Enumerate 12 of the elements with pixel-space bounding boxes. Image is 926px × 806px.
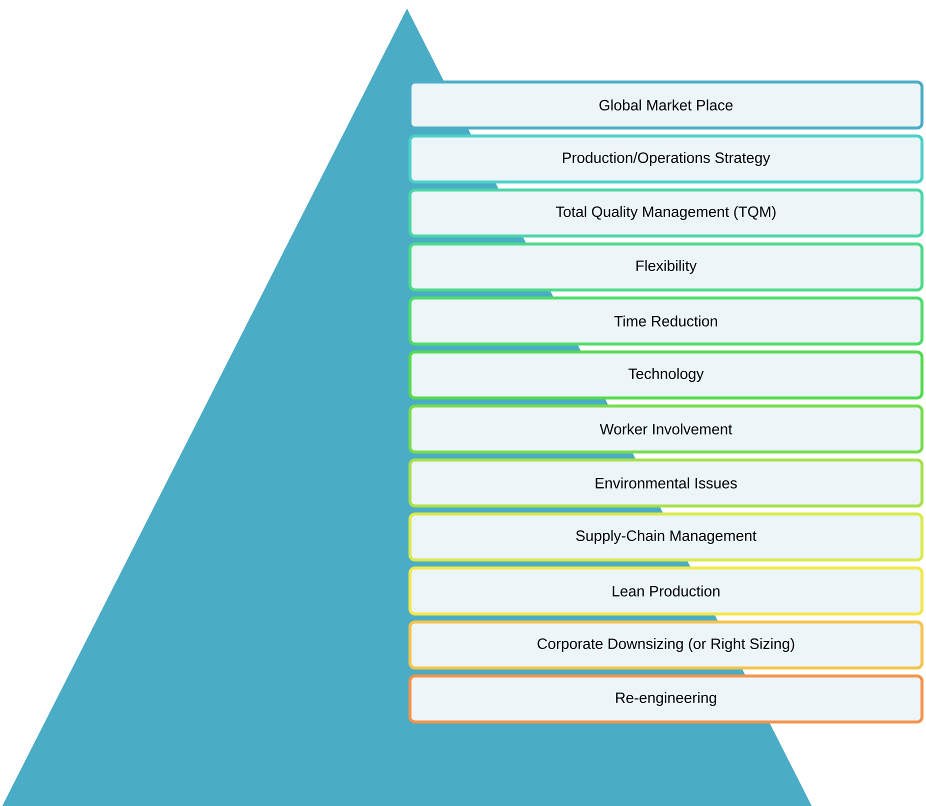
level-box: Global Market Place [408, 80, 924, 130]
level-box: Worker Involvement [408, 404, 924, 454]
level-box: Environmental Issues [408, 458, 924, 508]
level-box: Production/Operations Strategy [408, 134, 924, 184]
level-box: Technology [408, 350, 924, 400]
level-box: Re-engineering [408, 674, 924, 724]
level-box: Lean Production [408, 566, 924, 616]
level-box: Supply-Chain Management [408, 512, 924, 562]
level-box: Corporate Downsizing (or Right Sizing) [408, 620, 924, 670]
level-box: Time Reduction [408, 296, 924, 346]
level-box: Flexibility [408, 242, 924, 292]
level-box: Total Quality Management (TQM) [408, 188, 924, 238]
